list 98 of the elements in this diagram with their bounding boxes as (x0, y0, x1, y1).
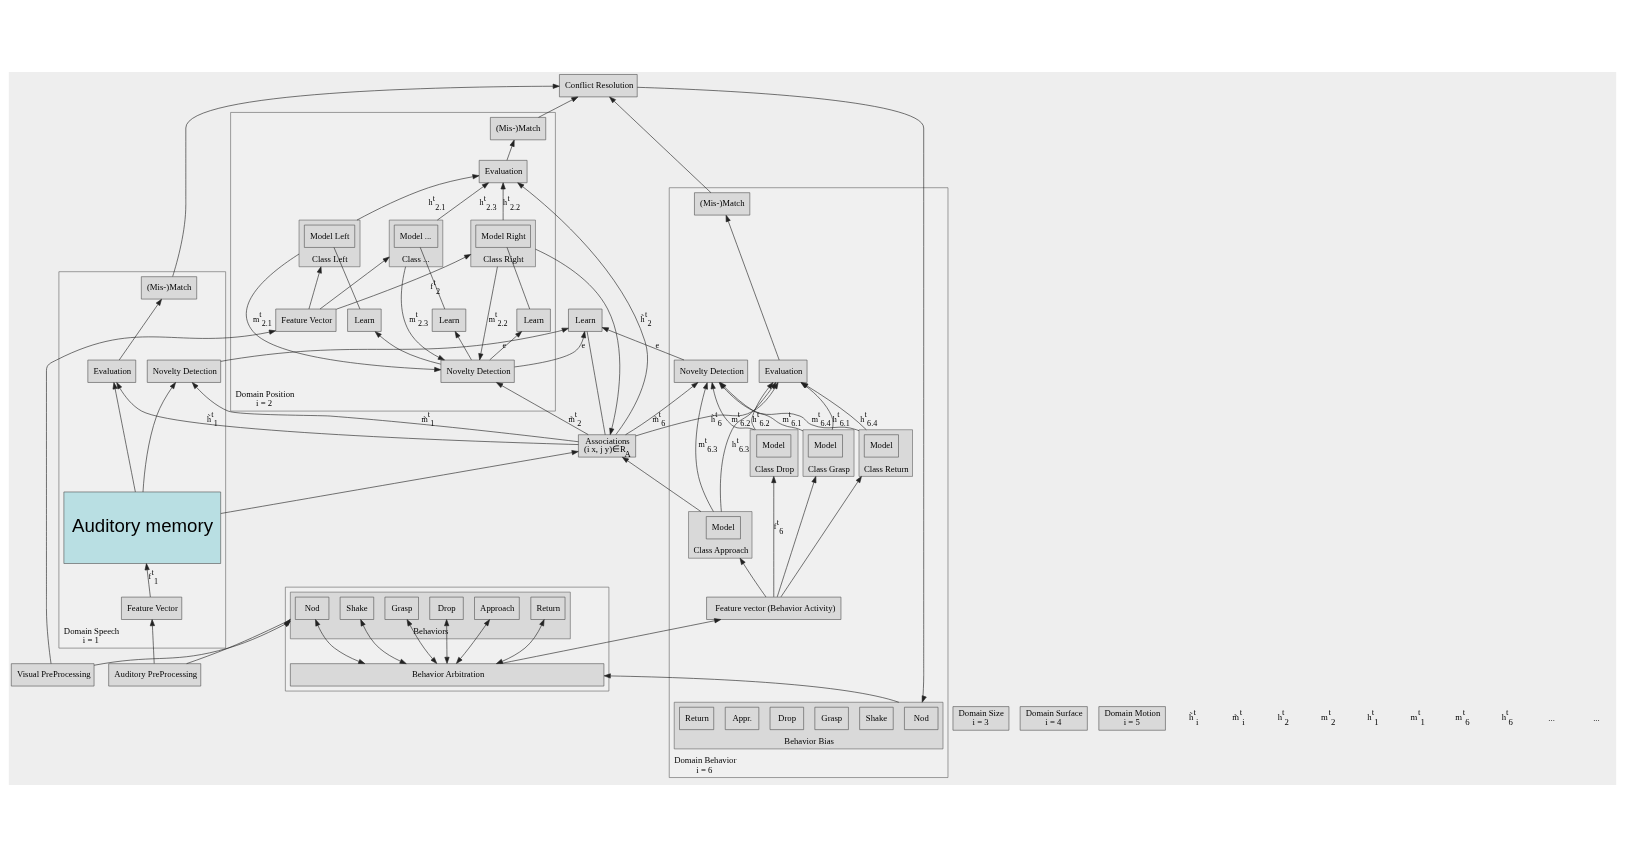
node-box: Feature vector (Behavior Activity) (706, 596, 842, 620)
node-box: Feature Vector (121, 596, 183, 620)
arrow (374, 330, 442, 364)
arrow (118, 298, 162, 360)
arrow (46, 329, 276, 664)
arrow (456, 618, 490, 664)
node-box: Auditory PreProcessing (108, 662, 202, 686)
node-box: Drop (429, 596, 464, 620)
arrow (246, 253, 442, 372)
node-box: Shake (339, 596, 375, 620)
node-box: Learn (431, 308, 467, 332)
arrow (220, 327, 569, 362)
node-box: Domain Size i = 3 (952, 705, 1010, 731)
arrow (496, 381, 589, 435)
arrow (401, 265, 445, 360)
arrow (517, 181, 648, 435)
arrow (636, 86, 927, 703)
arrow (335, 253, 472, 310)
arrow (603, 672, 900, 703)
arrow (538, 96, 579, 118)
arrow (496, 618, 545, 664)
arrow (751, 381, 774, 430)
node-box: Return (530, 596, 566, 620)
arrow (695, 381, 714, 512)
node-box: Learn (568, 308, 603, 332)
arrow (506, 139, 515, 160)
node-box: Nod (904, 706, 939, 730)
connector (419, 246, 446, 309)
arrow (356, 173, 480, 220)
arrow (144, 562, 151, 597)
arrow (149, 618, 155, 664)
node-box: Novelty Detection (673, 359, 748, 383)
node-box: Nod (295, 596, 330, 620)
node-box: Model Right (475, 224, 531, 248)
node-box: Novelty Detection (146, 359, 221, 383)
node-box: Return (679, 706, 715, 730)
arrow (478, 265, 498, 360)
arrow (308, 265, 322, 309)
node-box: Shake (859, 706, 894, 730)
arrow (172, 83, 560, 277)
arrow (776, 475, 817, 597)
arrow (500, 181, 506, 220)
arrow (220, 449, 579, 514)
node-box: Grasp (814, 706, 849, 730)
arrow (625, 381, 699, 435)
node-box: Learn (516, 308, 551, 332)
node-box: (Mis-)Match (141, 275, 197, 299)
node-box: Behavior Arbitration (290, 662, 605, 686)
node-box: Evaluation (758, 359, 808, 383)
node-box: Feature Vector (275, 308, 337, 332)
arrow (192, 381, 579, 442)
arrow (771, 475, 777, 597)
node-box: Evaluation (478, 159, 528, 183)
arrow (112, 381, 136, 492)
node-box: Novelty Detection (440, 359, 515, 383)
node-box: Visual PreProcessing (11, 662, 95, 686)
arrow (315, 618, 366, 664)
node-box: (Mis-)Match (490, 116, 547, 140)
arrow (601, 326, 685, 360)
node-box: Domain Surface i = 4 (1019, 705, 1088, 731)
node-box: Model (756, 433, 792, 457)
node-box: Model (808, 433, 843, 457)
arrow (116, 381, 579, 445)
arrow (514, 330, 586, 367)
arrow (437, 182, 489, 220)
node-box: Evaluation (87, 359, 137, 383)
arrow (489, 330, 522, 360)
node-box: Grasp (384, 596, 419, 620)
arrow (725, 214, 780, 360)
arrow (780, 475, 862, 597)
connector (333, 246, 361, 309)
arrow (142, 381, 176, 492)
node-box: Appr. (724, 706, 760, 730)
node-box: Learn (347, 308, 382, 332)
arrow (360, 618, 407, 664)
arrow (535, 248, 621, 435)
label: ... (1548, 712, 1555, 723)
node-box: Domain Motion i = 5 (1098, 705, 1166, 731)
node-box: Drop (769, 706, 804, 730)
node-box: (Mis-)Match (694, 191, 751, 215)
node-box: Model (705, 515, 741, 539)
node-box: Model Left (304, 224, 356, 248)
arrow (499, 617, 722, 664)
arrow (444, 618, 450, 664)
arrow (739, 557, 767, 597)
connector (586, 330, 606, 435)
node-box: Model ... (393, 224, 439, 248)
connector (506, 246, 530, 309)
label: ... (1593, 712, 1600, 723)
arrow (622, 456, 702, 512)
node-box: Approach (474, 596, 520, 620)
arrow (454, 330, 472, 360)
node-box: Model (864, 433, 899, 457)
arrow (319, 256, 390, 309)
arrow (609, 96, 712, 193)
arrow (406, 618, 438, 664)
node-box: Auditory memory (63, 491, 221, 564)
node-box: Conflict Resolution (559, 73, 638, 97)
